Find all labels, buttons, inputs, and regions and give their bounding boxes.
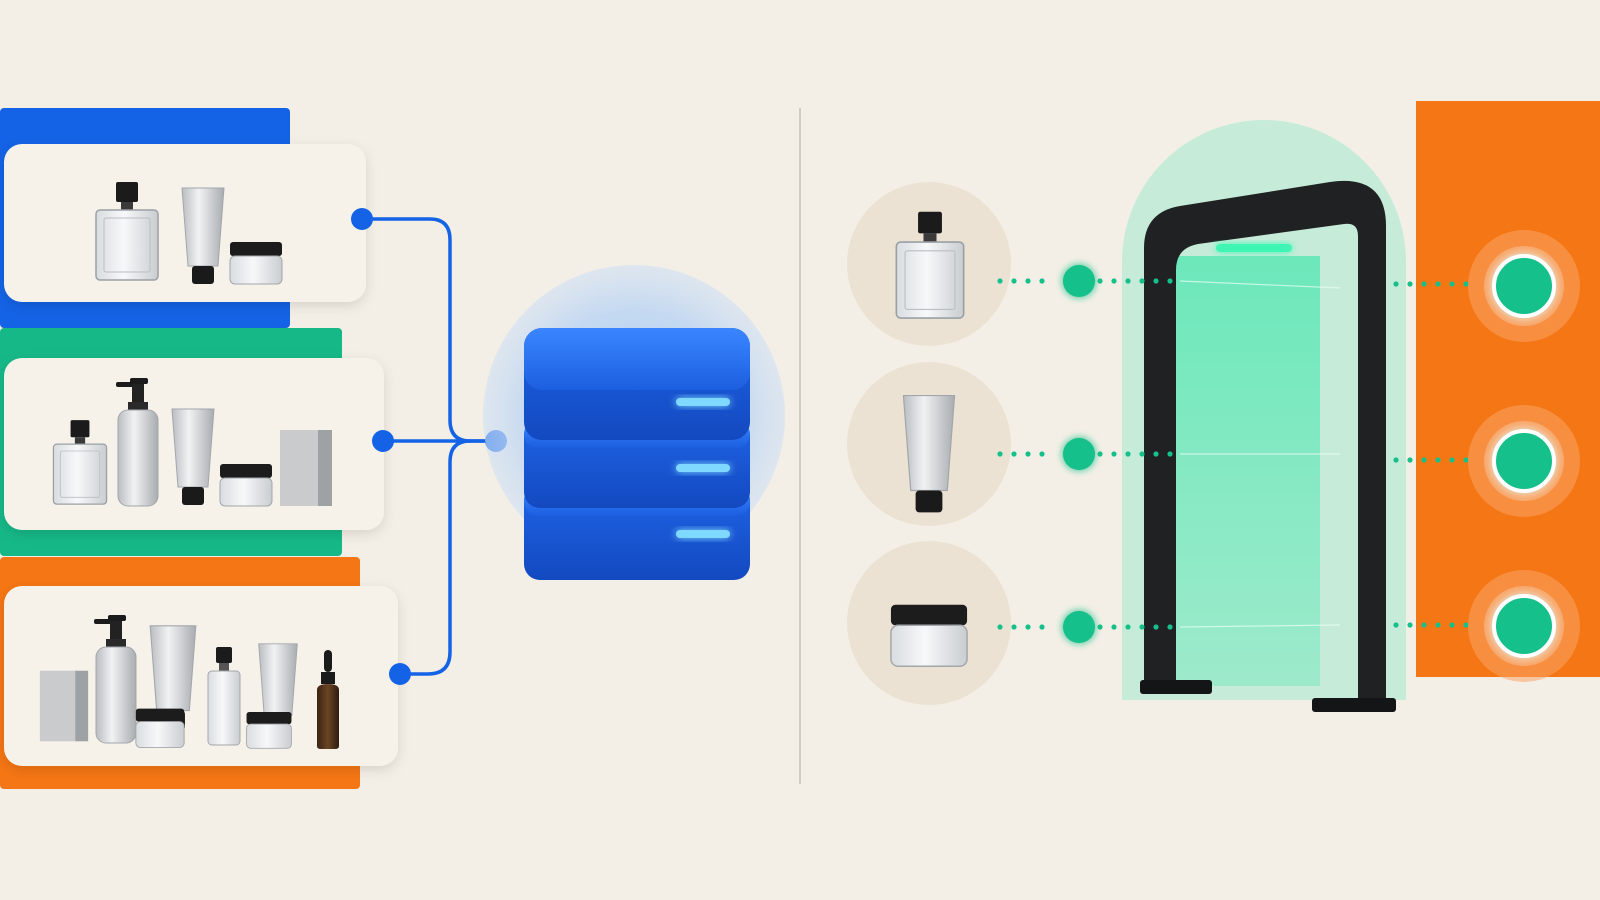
scan-node-3 — [1063, 611, 1095, 643]
database-icon — [524, 328, 750, 580]
source-card-2[interactable] — [4, 358, 384, 530]
scanned-item-3[interactable] — [847, 541, 1011, 705]
connector-node-1 — [351, 208, 373, 230]
scan-lines-in — [997, 278, 1173, 630]
scan-beam — [1162, 256, 1320, 686]
scan-node-1 — [1063, 265, 1095, 297]
connector-lines — [360, 217, 498, 676]
verified-indicator-2 — [1468, 405, 1580, 517]
source-card-3[interactable] — [4, 586, 398, 766]
connector-node-3 — [389, 663, 411, 685]
scan-lines-out — [1393, 281, 1469, 628]
source-card-1[interactable] — [4, 144, 366, 302]
connector-node-2 — [372, 430, 394, 452]
scanner-gate-icon — [1140, 180, 1396, 712]
verified-indicator-1 — [1468, 230, 1580, 342]
scanner-light — [1216, 244, 1292, 252]
verified-indicator-3 — [1468, 570, 1580, 682]
scan-node-2 — [1063, 438, 1095, 470]
scan-rays — [1179, 280, 1341, 628]
scanned-item-2[interactable] — [847, 362, 1011, 526]
scanned-item-1[interactable] — [847, 182, 1011, 346]
